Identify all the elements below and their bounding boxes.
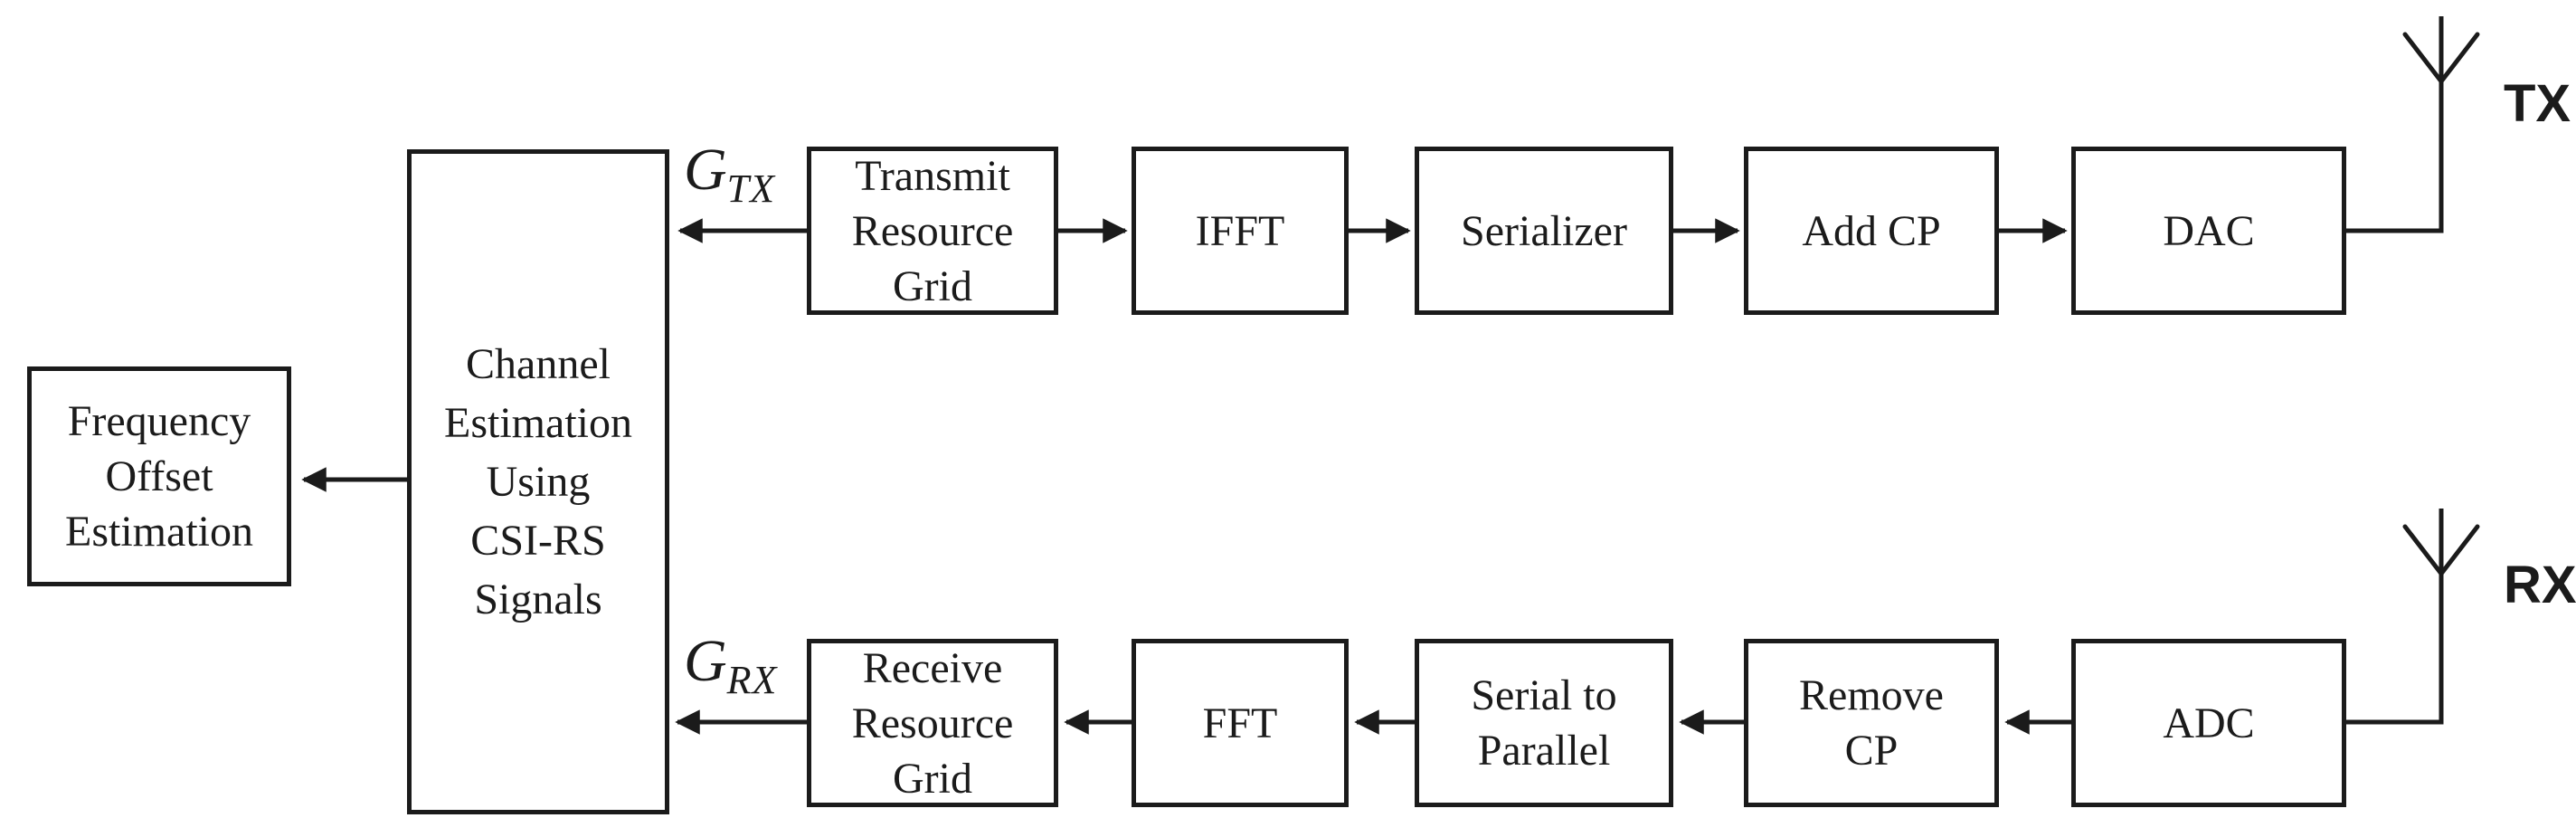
block-label: ADC [2163,699,2255,747]
block-frequency-offset-estimation: Frequency Offset Estimation [27,366,291,586]
block-label: DAC [2163,206,2255,255]
block-label: FFT [1202,699,1278,747]
block-label: Remove CP [1799,671,1944,775]
block-label: Frequency Offset Estimation [65,397,253,556]
block-label: Serializer [1461,206,1627,255]
block-adc: ADC [2071,639,2346,807]
block-serializer: Serializer [1415,147,1673,315]
g-tx-main: G [684,137,727,203]
label-rx-antenna: RX [2504,556,2576,614]
block-label: Receive Resource Grid [851,643,1014,803]
block-transmit-resource-grid: Transmit Resource Grid [807,147,1058,315]
label-tx-antenna: TX [2504,74,2571,133]
block-label: Add CP [1802,206,1941,255]
block-label: Channel Estimation Using CSI-RS Signals [444,340,632,623]
rx-chain-arrows [675,509,2444,735]
rx-antenna-icon [2402,524,2480,576]
label-g-tx: GTX [684,140,775,209]
block-dac: DAC [2071,147,2346,315]
label-g-rx: GRX [684,632,777,700]
block-serial-to-parallel: Serial to Parallel [1415,639,1673,807]
block-remove-cp: Remove CP [1744,639,1999,807]
g-tx-subscript: TX [726,166,776,211]
block-label: IFFT [1195,206,1285,255]
g-rx-main: G [684,628,727,694]
block-label: Transmit Resource Grid [851,151,1014,310]
tx-antenna-icon [2402,32,2480,84]
g-rx-subscript: RX [726,658,778,702]
block-fft: FFT [1132,639,1349,807]
block-ifft: IFFT [1132,147,1349,315]
block-receive-resource-grid: Receive Resource Grid [807,639,1058,807]
block-channel-estimation: Channel Estimation Using CSI-RS Signals [407,149,669,814]
block-add-cp: Add CP [1744,147,1999,315]
block-label: Serial to Parallel [1471,671,1617,775]
tx-chain-arrows [677,16,2444,243]
